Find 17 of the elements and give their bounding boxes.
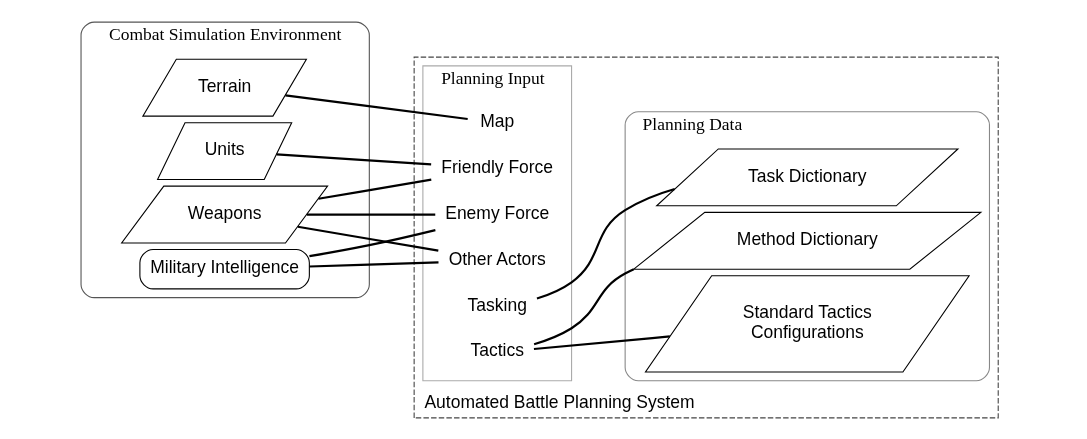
node-text: Tasking [467, 294, 527, 315]
connector [536, 187, 675, 300]
connector [308, 260, 439, 268]
connector [284, 93, 468, 120]
node-text: Map [479, 110, 514, 131]
node-text: Other Actors [448, 248, 546, 269]
connector [308, 228, 436, 257]
connector [297, 225, 438, 252]
connector [276, 152, 431, 165]
connector [306, 212, 435, 216]
node-text: Tactics [470, 339, 524, 360]
connector [317, 178, 431, 200]
node-box: Military Intelligence [138, 248, 310, 289]
connector [533, 267, 634, 345]
connector [533, 334, 670, 350]
node-text: Enemy Force [444, 202, 549, 223]
node-text: Friendly Force [440, 156, 553, 177]
